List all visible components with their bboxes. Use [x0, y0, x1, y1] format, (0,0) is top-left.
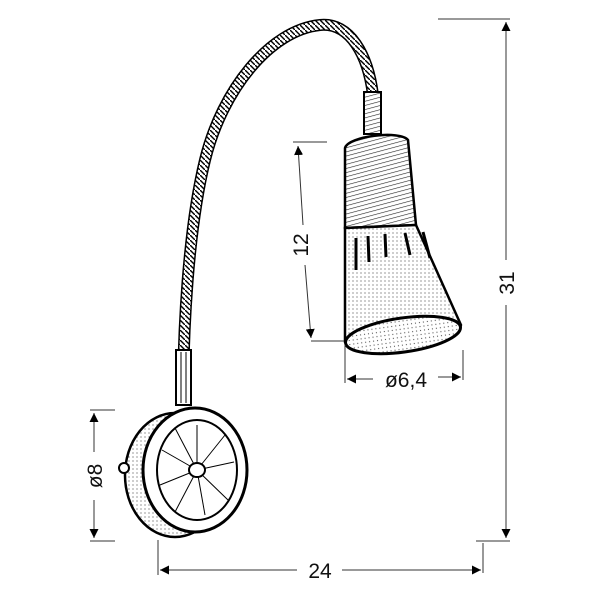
total-width-label: 24: [308, 560, 332, 583]
shade-diameter-label: ø6,4: [385, 369, 427, 392]
dimension-shade-diameter: ø6,4: [344, 345, 464, 392]
rotary-switch-icon: [188, 462, 206, 478]
base-diameter-label: ø8: [84, 464, 107, 489]
dimension-base-diameter: ø8: [84, 409, 115, 542]
gooseneck-arm: [175, 18, 379, 406]
wall-mount-base: [118, 406, 249, 539]
dimension-total-height: 31: [438, 18, 519, 542]
total-height-label: 31: [496, 271, 519, 294]
shade-opening: [344, 314, 462, 356]
side-screw-icon: [118, 462, 130, 474]
shade-neck: [363, 91, 382, 135]
arm-sleeve-bottom: [175, 349, 192, 406]
conical-shade: [343, 133, 463, 356]
shade-height-label: 12: [290, 233, 313, 256]
dimension-shade-height: 12: [290, 141, 344, 342]
dimension-total-width: 24: [157, 540, 484, 583]
